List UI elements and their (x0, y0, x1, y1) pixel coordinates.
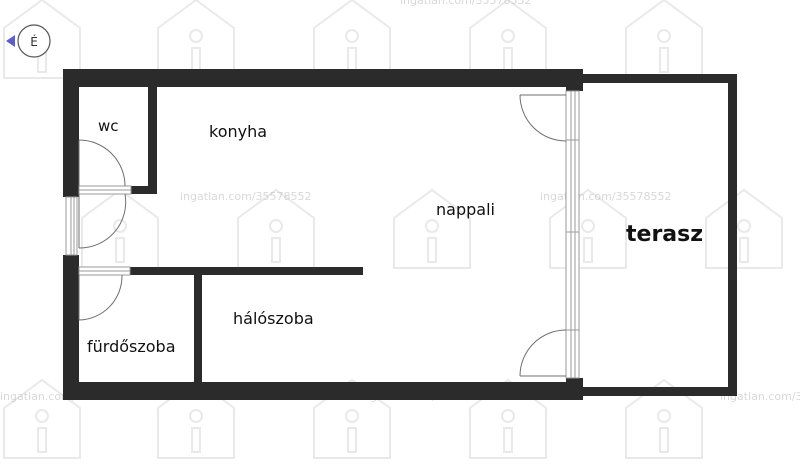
room-label-furdoszoba: fürdőszoba (87, 337, 176, 356)
watermark-house-icon (3, 378, 81, 459)
walls (63, 69, 737, 400)
watermark-house-icon (237, 188, 315, 269)
watermark-house-icon (81, 188, 159, 269)
watermark-house-icon (705, 188, 783, 269)
watermark-house-icon (469, 0, 547, 79)
terrace-wall-top (583, 74, 737, 83)
compass-letter: É (30, 34, 38, 49)
wall-left-lower (63, 255, 79, 400)
watermark-text: ingatlan.com/35578552 (540, 190, 672, 203)
wall-bottom (63, 382, 583, 400)
watermark-house-icon (157, 0, 235, 79)
terrace-wall-right (728, 74, 737, 396)
wall-partition (130, 267, 363, 275)
wall-wc-right (148, 87, 157, 194)
room-label-nappali: nappali (436, 200, 495, 219)
watermark-house-icon (625, 0, 703, 79)
watermark-house-icon (549, 188, 627, 269)
room-label-terasz: terasz (626, 222, 703, 247)
watermark-text: ingatlan.com/35578552 (400, 0, 532, 7)
room-label-haloszoba: hálószoba (233, 309, 314, 328)
glass-wall-terrace (565, 90, 580, 379)
wall-wc-bottom (131, 186, 157, 194)
room-label-konyha: konyha (209, 122, 267, 141)
terrace-wall-bottom (583, 387, 737, 396)
wall-left-upper (63, 69, 79, 197)
watermark-house-icon (313, 0, 391, 79)
wall-top (63, 69, 583, 87)
watermark-house-icon (393, 188, 471, 269)
window-left (65, 196, 78, 256)
watermark-icons (3, 0, 783, 459)
compass-icon: É (6, 24, 51, 58)
watermark-text: ingatlan.com/35578552 (720, 390, 800, 403)
watermark-house-icon (625, 378, 703, 459)
wall-right-bottom (566, 378, 583, 400)
wall-right-top (566, 69, 583, 91)
door-thresholds (78, 185, 132, 276)
compass: É (6, 20, 52, 66)
room-label-wc: wc (98, 117, 119, 135)
watermark-text: ingatlan.com/35578552 (180, 190, 312, 203)
wall-bedroom-left (194, 267, 202, 382)
door-swings (78, 94, 567, 377)
